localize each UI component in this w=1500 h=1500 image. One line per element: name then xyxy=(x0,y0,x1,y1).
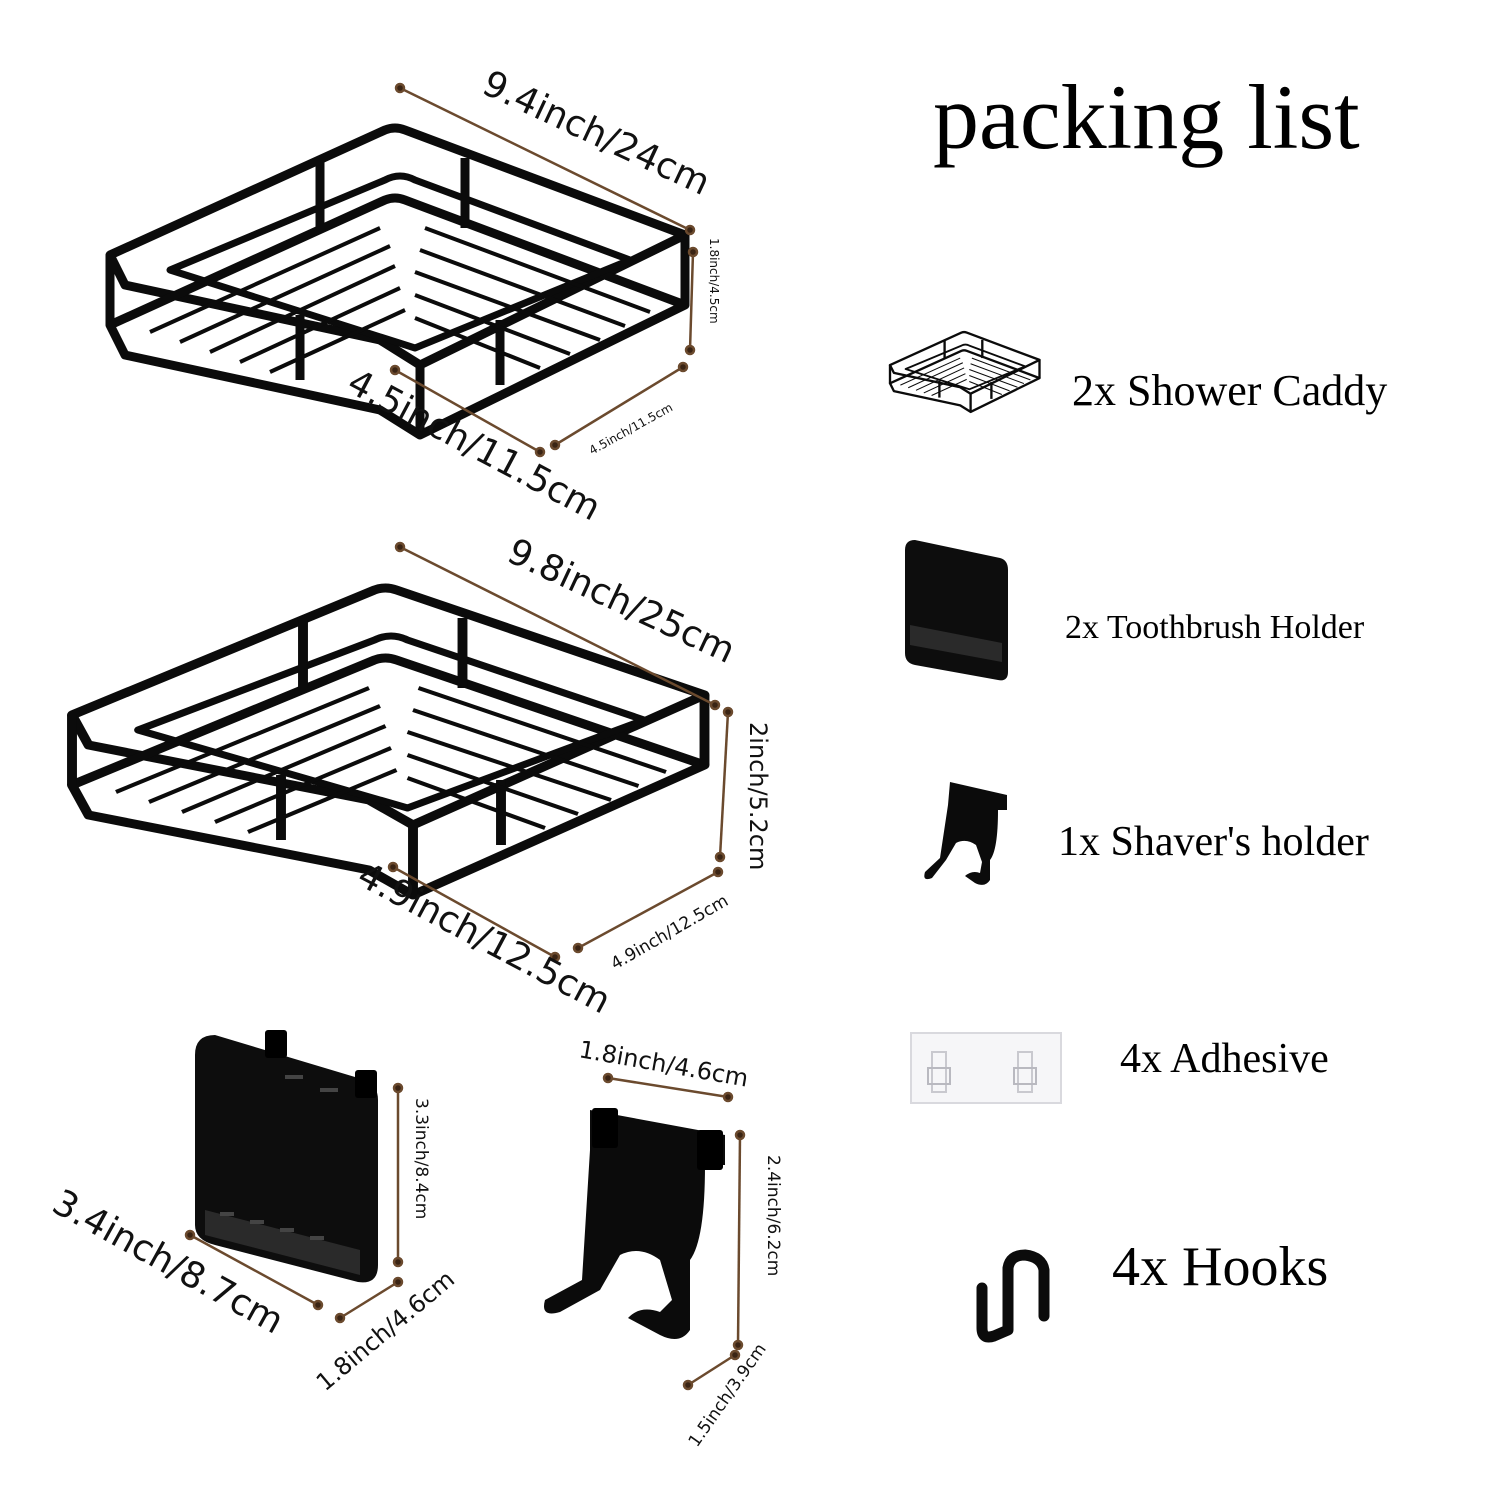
large-caddy-depth-label: 4.9inch/12.5cm xyxy=(351,855,617,1023)
packing-item-hooks: 4x Hooks xyxy=(1112,1236,1328,1298)
shaver-holder-icon xyxy=(544,1108,725,1339)
large-caddy-side-depth-label: 4.9inch/12.5cm xyxy=(608,891,732,974)
packing-item-shaver-holder: 1x Shaver's holder xyxy=(1058,819,1369,865)
packing-list-title: packing list xyxy=(933,66,1360,168)
shaver-holder-width-label: 1.8inch/4.6cm xyxy=(577,1035,751,1092)
toothbrush-holder-depth-label: 1.8inch/4.6cm xyxy=(311,1265,460,1397)
shaver-holder-depth-label: 1.5inch/3.9cm xyxy=(685,1340,771,1451)
dimension-lines xyxy=(184,82,746,1391)
shower-caddy-icon xyxy=(888,330,1041,414)
small-caddy-depth-label: 4.5inch/11.5cm xyxy=(341,362,607,530)
large-caddy-length-label: 9.8inch/25cm xyxy=(501,531,741,672)
toothbrush-holder-icon xyxy=(195,1030,378,1283)
large-caddy-height-label: 2inch/5.2cm xyxy=(744,722,772,870)
small-caddy-height-label: 1.8inch/4.5cm xyxy=(707,238,721,324)
large-shower-caddy-icon xyxy=(72,588,705,895)
packing-item-adhesive: 4x Adhesive xyxy=(1120,1036,1329,1082)
toothbrush-holder-height-label: 3.3inch/8.4cm xyxy=(411,1098,431,1219)
shaver-holder-icon-small xyxy=(924,782,1007,885)
small-caddy-side-depth-label: 4.5inch/11.5cm xyxy=(587,400,675,457)
hook-icon xyxy=(976,1249,1050,1343)
packing-item-toothbrush-holder: 2x Toothbrush Holder xyxy=(1065,609,1365,646)
packing-item-shower-caddy: 2x Shower Caddy xyxy=(1072,366,1387,415)
toothbrush-holder-icon-small xyxy=(905,540,1008,681)
adhesive-icon xyxy=(910,1032,1062,1104)
shaver-holder-height-label: 2.4inch/6.2cm xyxy=(763,1155,783,1276)
